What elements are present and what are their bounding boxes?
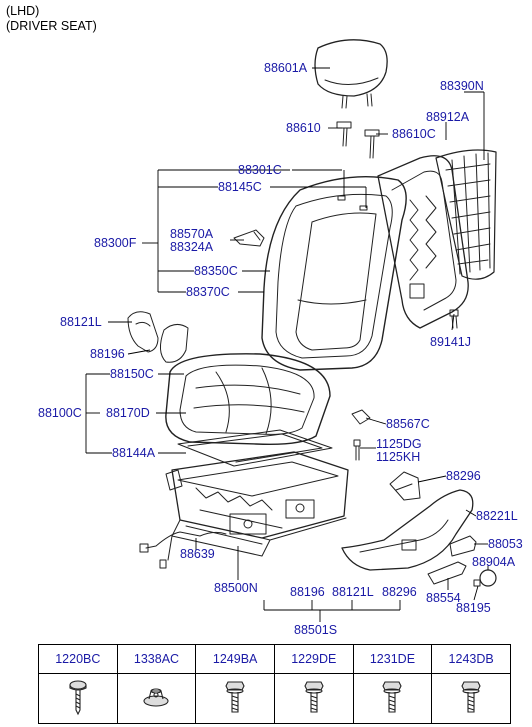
label-back-cover-assy: 88145C — [218, 180, 262, 194]
bolt-icon — [461, 681, 481, 713]
lumbar-lever-drawing — [233, 229, 265, 247]
recliner-inner-cover-drawing — [160, 324, 189, 363]
nut-icon — [143, 688, 170, 707]
headrest-drawing — [314, 39, 388, 109]
label-cushion-assy: 88100C — [38, 406, 82, 420]
frame-bolt-drawing — [353, 439, 361, 461]
cap-screw-drawing — [473, 579, 481, 587]
label-lumbar-lever: 88570A — [170, 227, 214, 241]
seat-frame-drawing — [165, 451, 349, 557]
bolt-icon — [382, 681, 403, 713]
fastener-code-cell: 1229DE — [273, 644, 354, 674]
recliner-cover-drawing — [127, 311, 159, 353]
fastener-code-cell: 1338AC — [116, 644, 197, 674]
bolt-icon — [304, 681, 324, 713]
label-track-assy: 88500N — [214, 581, 258, 595]
label-back-pad: 88350C — [194, 264, 238, 278]
label-cap-screw: 88195 — [456, 601, 491, 615]
seat-back-cushion-drawing — [261, 175, 407, 371]
label-lever-bracket: 88296 — [446, 469, 481, 483]
label-cover-kit: 88501S — [294, 623, 337, 637]
fastener-icon-cell — [116, 673, 197, 724]
region-note: (LHD) — [6, 4, 40, 18]
height-lever-bracket-drawing — [389, 471, 421, 501]
fastener-icon-cell — [38, 673, 118, 724]
label-seat-back-assy: 88300F — [94, 236, 137, 250]
label-side-shield: 88221L — [476, 509, 518, 523]
screw-icon — [69, 680, 87, 716]
label-back-bolt: 89141J — [430, 335, 471, 349]
label-back-frame: 88370C — [186, 285, 230, 299]
label-lumbar-assy: 88324A — [170, 240, 214, 254]
wiring-harness-drawing — [139, 531, 227, 569]
switch-clip-drawing — [351, 409, 371, 425]
label-back-board: 88390N — [440, 79, 484, 93]
switch-knob-drawing — [449, 535, 477, 557]
fastener-icon-cell — [431, 673, 511, 724]
label-cover-cap: 88904A — [472, 555, 516, 569]
label-inner-cover: 88196 — [90, 347, 125, 361]
seat-cushion-drawing — [165, 353, 331, 446]
label-wiring-harness: 88639 — [180, 547, 215, 561]
label-seat-pan: 88144A — [112, 446, 156, 460]
fastener-code-cell: 1231DE — [352, 644, 433, 674]
seat-note: (DRIVER SEAT) — [6, 19, 97, 33]
seat-pan-drawing — [177, 429, 333, 467]
label-kit-lever-bracket: 88296 — [382, 585, 417, 599]
fastener-icon-cell — [195, 673, 275, 724]
label-back-cover: 88301C — [238, 163, 282, 177]
fastener-code-cell: 1243DB — [431, 644, 511, 674]
label-bolt-1125kh: 1125KH — [376, 450, 420, 464]
label-cushion-cover: 88150C — [110, 367, 154, 381]
recliner-lever-drawing — [427, 561, 467, 585]
side-shield-drawing — [341, 489, 474, 571]
label-kit-recliner-cover: 88121L — [332, 585, 374, 599]
cover-cap-drawing — [479, 569, 497, 587]
fastener-table: 1220BC 1338AC 1249BA 1229DE 1231DE 1243D… — [38, 644, 511, 724]
fastener-icon-cell — [273, 673, 354, 724]
label-headrest-guide-lock: 88610C — [392, 127, 436, 141]
label-switch-clip: 88567C — [386, 417, 430, 431]
seat-back-board-drawing — [435, 149, 497, 280]
fastener-code-cell: 1249BA — [195, 644, 275, 674]
label-recliner-lever: 88554 — [426, 591, 461, 605]
leader-lines — [85, 67, 489, 622]
label-headrest-guide: 88610 — [286, 121, 321, 135]
bolt-icon — [225, 681, 245, 713]
fastener-icon-cell — [352, 673, 433, 724]
label-switch-knob: 88053 — [488, 537, 523, 551]
label-kit-inner-cover: 88196 — [290, 585, 325, 599]
label-cushion-pad: 88170D — [106, 406, 150, 420]
label-back-board-clip: 88912A — [426, 110, 470, 124]
label-bolt-1125dg: 1125DG — [376, 437, 422, 451]
label-headrest: 88601A — [264, 61, 308, 75]
fastener-code-cell: 1220BC — [38, 644, 118, 674]
label-recliner-cover: 88121L — [60, 315, 102, 329]
headrest-guides-drawing — [336, 121, 380, 159]
